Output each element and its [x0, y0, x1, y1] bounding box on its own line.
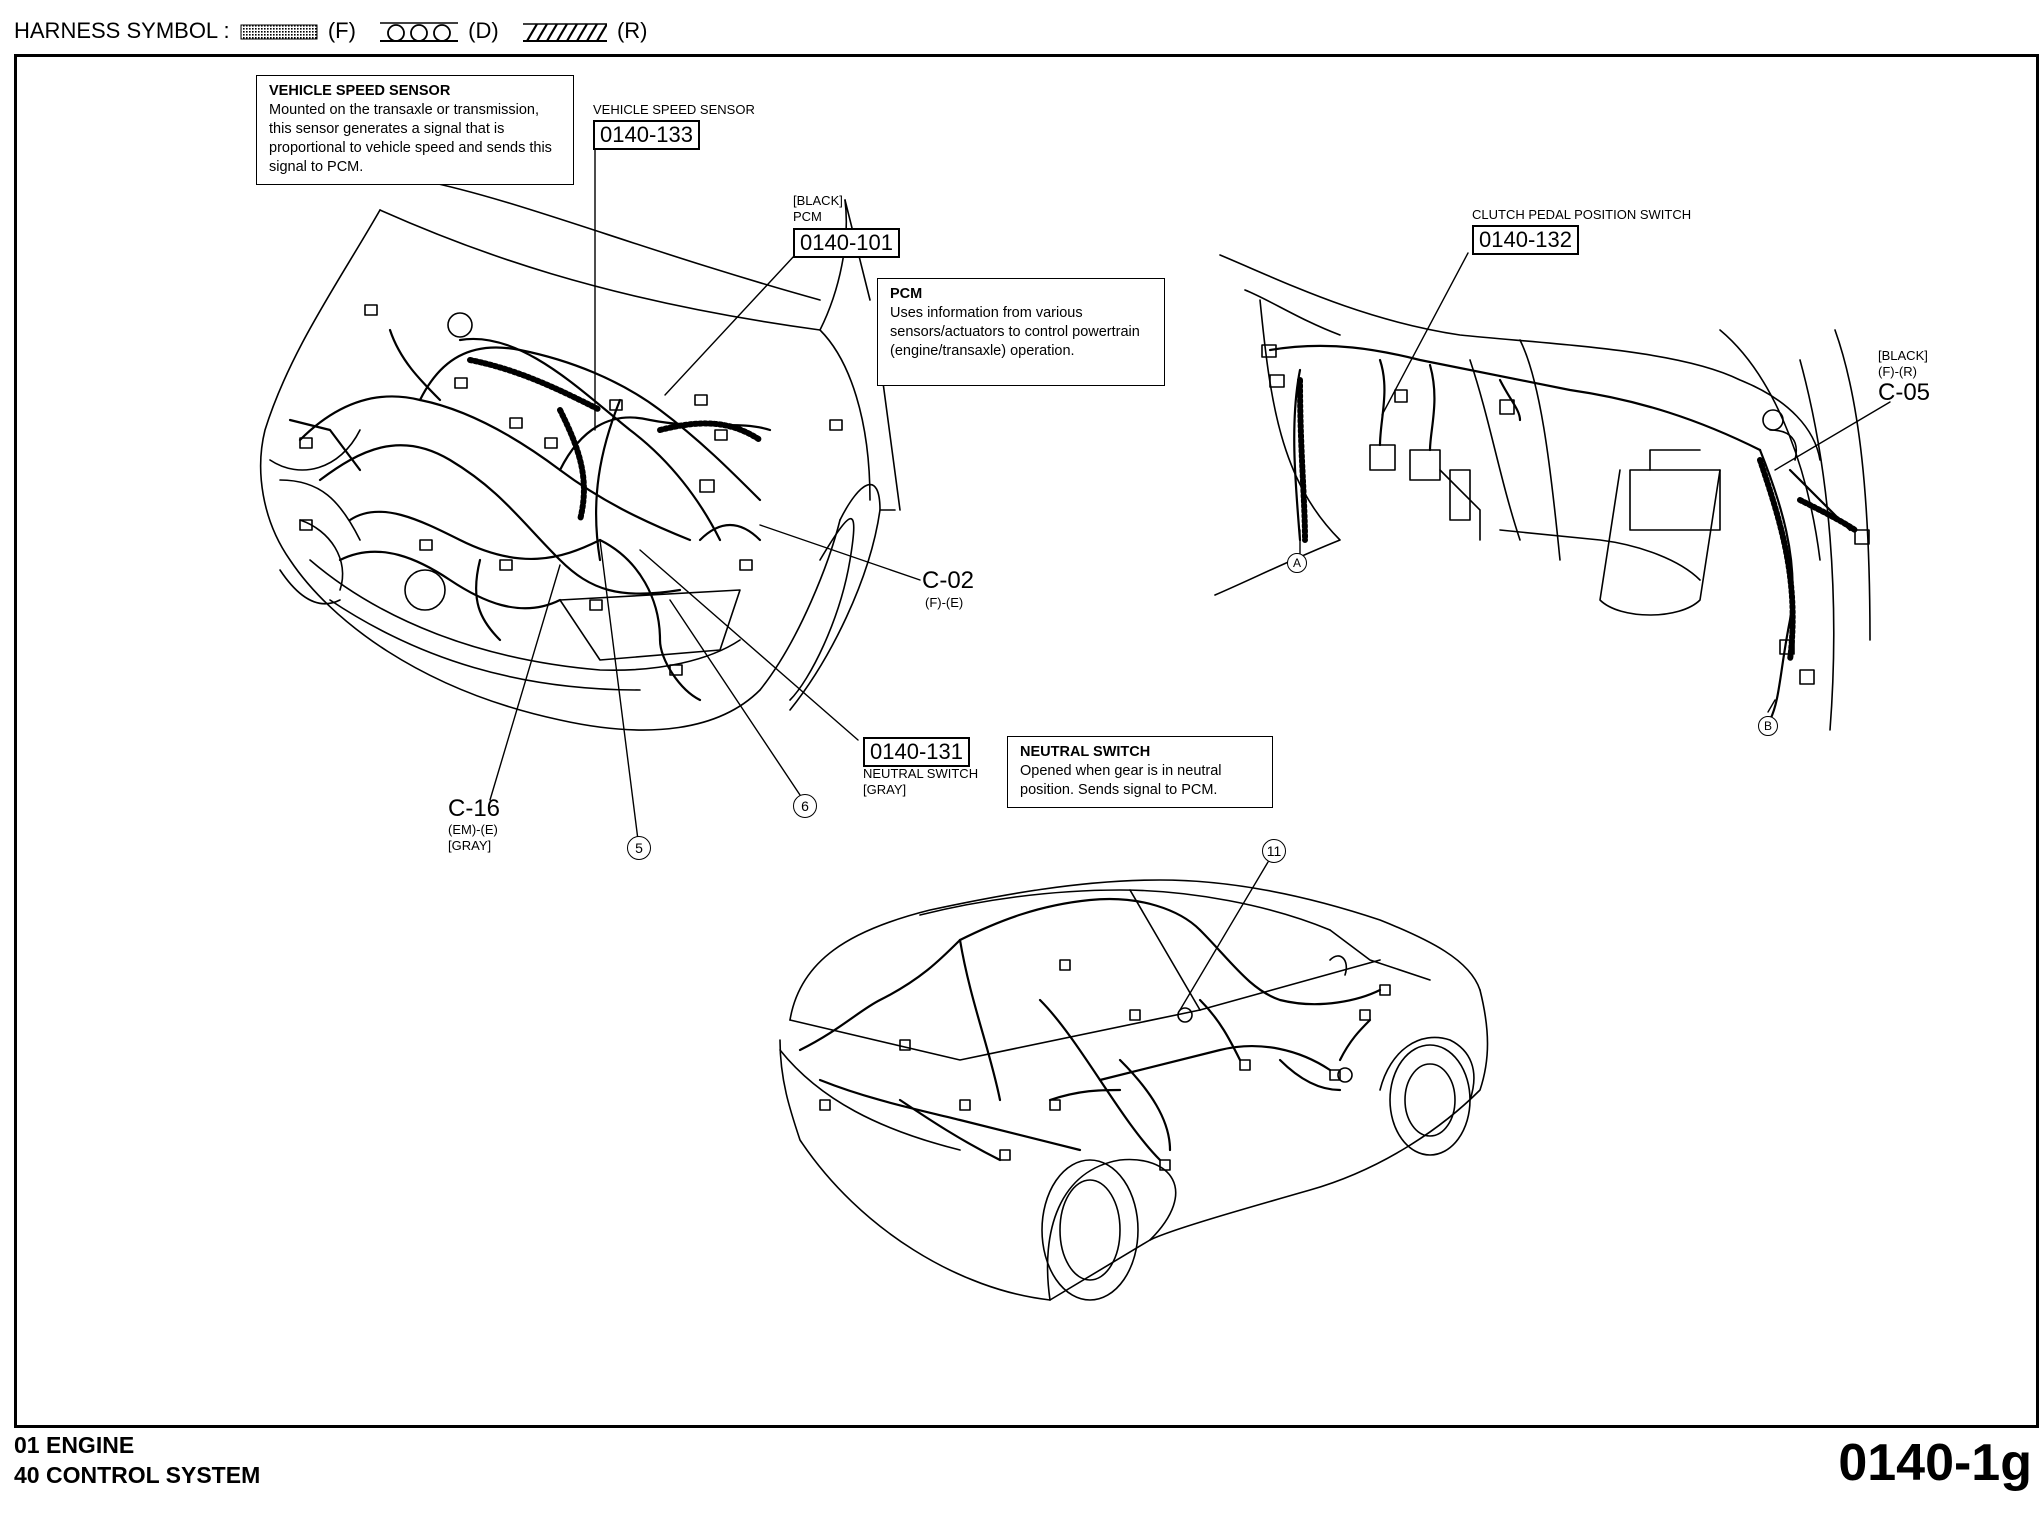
connector-c05-id: C-05 — [1878, 379, 1931, 406]
callout-a: A — [1287, 553, 1307, 573]
vehicle-outline — [779, 879, 1489, 1301]
harness-code-d: (D) — [468, 18, 499, 43]
note-neutral-title: NEUTRAL SWITCH — [1020, 744, 1151, 760]
ref-0140-131[interactable]: 0140-131 — [863, 737, 970, 767]
footer-section: 01 ENGINE — [14, 1432, 135, 1458]
note-pcm-body: Uses information from various sensors/ac… — [890, 305, 1140, 359]
ref-0140-132[interactable]: 0140-132 — [1472, 225, 1579, 255]
vehicle-connectors — [819, 959, 1391, 1171]
dashboard-harness — [1268, 344, 1852, 722]
note-vehicle-speed-sensor: VEHICLE SPEED SENSOR Mounted on the tran… — [256, 75, 574, 185]
callout-b: B — [1758, 716, 1778, 736]
callout-11: 11 — [1262, 839, 1286, 863]
dashboard-connectors — [1261, 344, 1870, 685]
ref-0140-133[interactable]: 0140-133 — [593, 120, 700, 150]
connector-c16-harness: (EM)-(E) — [448, 822, 498, 837]
callout-5: 5 — [627, 836, 651, 860]
pcm-caption: PCM — [793, 209, 822, 224]
circle-chain-icon — [380, 22, 459, 43]
note-vss-title: VEHICLE SPEED SENSOR — [269, 83, 451, 99]
footer-subsection: 40 CONTROL SYSTEM — [14, 1462, 261, 1488]
harness-code-r: (R) — [616, 18, 648, 43]
page-code: 0140-1g — [1838, 1434, 2032, 1492]
neutral-caption: NEUTRAL SWITCH — [863, 766, 979, 781]
engine-harness — [288, 328, 772, 702]
dashboard-outline — [1214, 254, 1871, 731]
harness-symbol-label: HARNESS SYMBOL : — [14, 18, 230, 43]
vss-caption: VEHICLE SPEED SENSOR — [593, 102, 755, 117]
note-pcm: PCM Uses information from various sensor… — [877, 278, 1165, 386]
vehicle-harness — [798, 897, 1382, 1162]
engine-connectors — [299, 304, 843, 676]
neutral-color: [GRAY] — [863, 782, 907, 797]
diagram-frame — [14, 54, 2039, 1428]
connector-c16-color: [GRAY] — [448, 838, 492, 853]
connector-c05-color: [BLACK] — [1878, 348, 1928, 363]
note-vss-body: Mounted on the transaxle or transmission… — [269, 102, 552, 175]
note-pcm-title: PCM — [890, 286, 923, 302]
harness-symbol-legend: HARNESS SYMBOL : (F) (D) (R) — [14, 18, 648, 44]
harness-code-f: (F) — [327, 18, 356, 43]
engine-harness-bands — [467, 357, 763, 523]
hatched-band-icon — [522, 23, 607, 43]
leader-lines — [489, 134, 1891, 1011]
note-neutral-switch: NEUTRAL SWITCH Opened when gear is in ne… — [1007, 736, 1273, 808]
pcm-color: [BLACK] — [793, 193, 843, 208]
ref-0140-101[interactable]: 0140-101 — [793, 228, 900, 258]
dashboard-harness-bands — [1297, 377, 1858, 663]
connector-c05-harness: (F)-(R) — [1878, 364, 1917, 379]
clutch-caption: CLUTCH PEDAL POSITION SWITCH — [1472, 207, 1692, 222]
connector-c02-harness: (F)-(E) — [925, 595, 964, 610]
connector-c02-id: C-02 — [922, 567, 975, 594]
dotted-band-icon — [240, 24, 318, 40]
connector-c16-id: C-16 — [448, 795, 501, 822]
note-neutral-body: Opened when gear is in neutral position.… — [1020, 763, 1222, 798]
callout-6: 6 — [793, 794, 817, 818]
